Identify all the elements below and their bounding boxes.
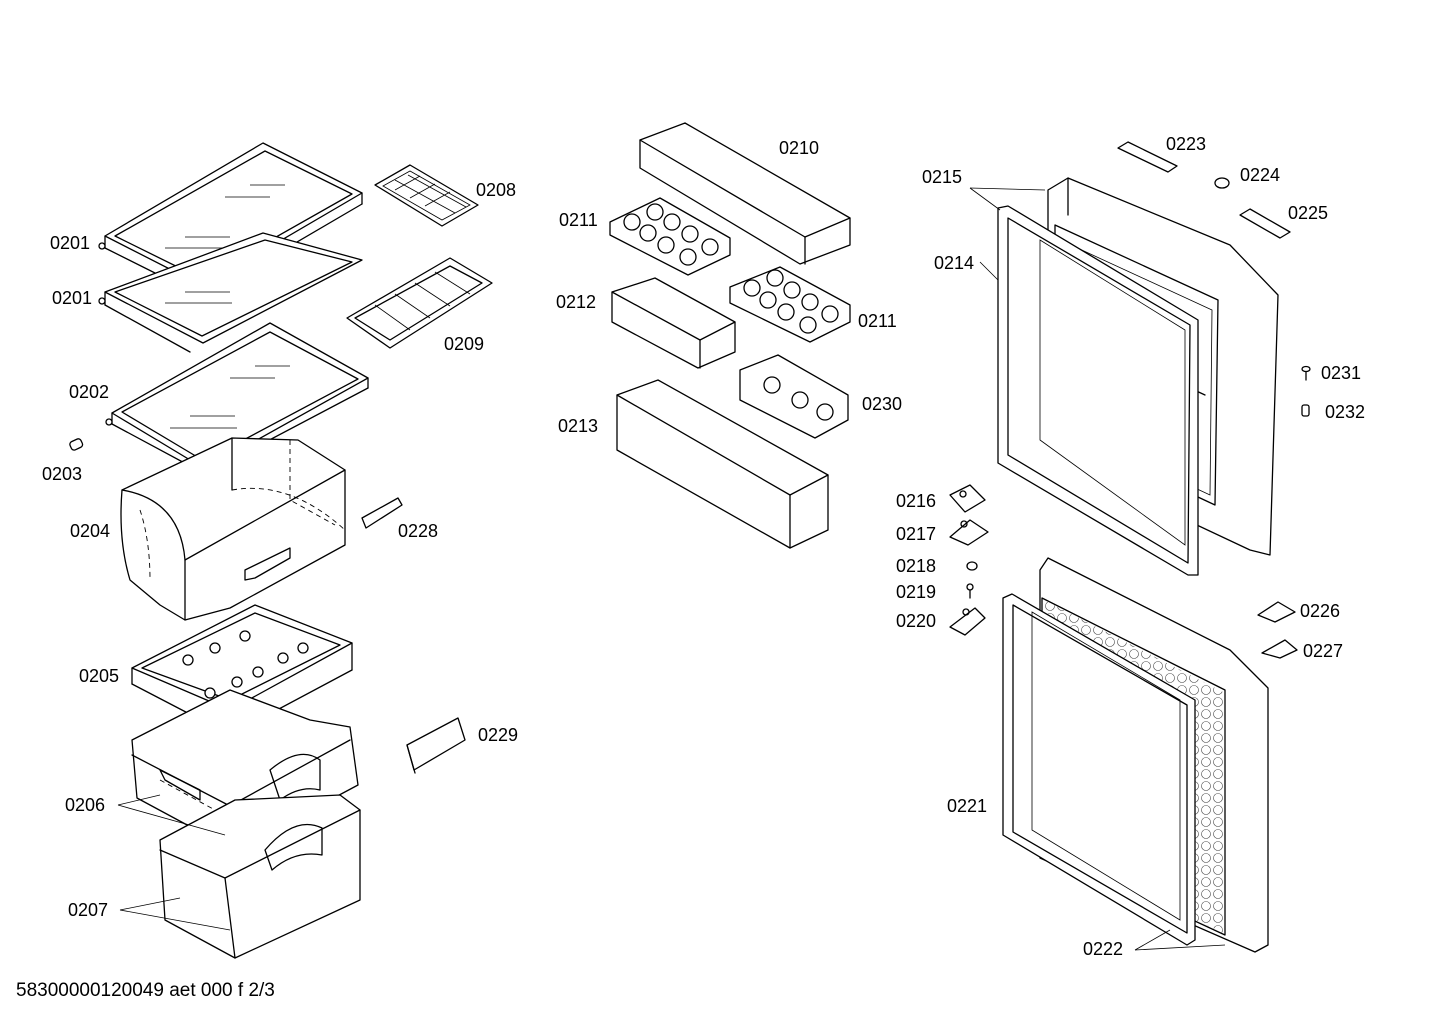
door-shelf-medium[interactable] [611,277,736,369]
drawer-flap[interactable] [406,717,466,774]
label-0228: 0228 [398,521,438,541]
hinge-washer[interactable] [966,561,978,571]
label-0206: 0206 [65,795,105,815]
label-0209: 0209 [444,334,484,354]
door-shelf-large[interactable] [639,122,851,265]
glass-shelf-upper[interactable] [98,142,363,298]
freezer-door-gasket[interactable] [1002,593,1196,946]
label-0215: 0215 [922,167,962,187]
label-0201-upper: 0201 [50,233,90,253]
hinge-plate-middle[interactable] [949,519,989,546]
label-0222: 0222 [1083,939,1123,959]
hinge-plate-lower[interactable] [949,607,986,636]
label-0226: 0226 [1300,601,1340,621]
label-0203: 0203 [42,464,82,484]
label-0221: 0221 [947,796,987,816]
fridge-door-gasket[interactable] [997,205,1199,576]
label-0229: 0229 [478,725,518,745]
egg-tray-lower[interactable] [729,266,851,343]
label-0219: 0219 [896,582,936,602]
label-0217: 0217 [896,524,936,544]
egg-tray-upper[interactable] [609,197,731,276]
label-0207: 0207 [68,900,108,920]
hinge-bracket-cover[interactable] [1261,639,1298,659]
ice-cube-tray[interactable] [374,164,479,227]
label-0214: 0214 [934,253,974,273]
label-0210: 0210 [779,138,819,158]
door-shelf-bottle[interactable] [616,379,829,549]
label-0204: 0204 [70,521,110,541]
leader-lines [117,187,1226,951]
label-0211-upper: 0211 [559,210,598,230]
document-code: 58300000120049 aet 000 f 2/3 [16,980,275,1001]
label-0216: 0216 [896,491,936,511]
hinge-cover[interactable] [1214,177,1230,189]
hinge-screw[interactable] [966,583,974,599]
divider-clip[interactable] [361,497,403,529]
label-0232: 0232 [1325,402,1365,422]
door-handle-top[interactable] [1117,141,1178,173]
part-number-labels: 0201 0201 0202 0203 0204 0205 0206 0207 … [42,134,1365,959]
hinge-plate-upper[interactable] [949,484,986,513]
label-0211-lower: 0211 [858,311,897,331]
shelf-pin[interactable] [69,438,84,451]
door-handle-side[interactable] [1239,208,1291,239]
plug-cap[interactable] [1301,404,1310,417]
label-0227: 0227 [1303,641,1343,661]
egg-holder-insert[interactable] [739,354,849,439]
crisper-drawer[interactable] [120,437,346,621]
label-0231: 0231 [1321,363,1361,383]
label-0223: 0223 [1166,134,1206,154]
label-0220: 0220 [896,611,936,631]
butter-tray[interactable] [346,257,493,349]
glass-shelf-lower[interactable] [98,232,363,353]
label-0230: 0230 [862,394,902,414]
label-0205: 0205 [79,666,119,686]
label-0202: 0202 [69,382,109,402]
screw[interactable] [1301,365,1311,381]
label-0213: 0213 [558,416,598,436]
label-0208: 0208 [476,180,516,200]
label-0218: 0218 [896,556,936,576]
label-0224: 0224 [1240,165,1280,185]
freezer-drawer-lower[interactable] [159,794,361,959]
label-0212: 0212 [556,292,596,312]
label-0201-lower: 0201 [52,288,92,308]
label-0225: 0225 [1288,203,1328,223]
hinge-bracket[interactable] [1257,601,1296,623]
